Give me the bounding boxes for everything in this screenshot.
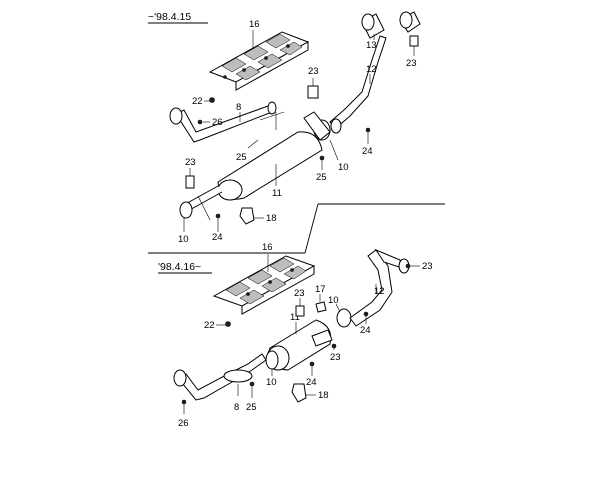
callout-upper-11: 11	[272, 188, 282, 199]
callout-upper-10a: 10	[338, 162, 349, 173]
lower-nut-26	[181, 399, 187, 405]
upper-muffler	[181, 131, 323, 221]
callout-upper-10b: 10	[178, 234, 189, 245]
callout-upper-26: 26	[212, 117, 223, 128]
lower-bolt-25	[249, 381, 255, 387]
callout-upper-23c: 23	[185, 157, 196, 168]
callout-lower-17: 17	[315, 284, 326, 295]
callout-lower-23c: 23	[330, 352, 341, 363]
callout-upper-24a: 24	[362, 146, 373, 157]
lower-hanger-23-mid	[331, 343, 337, 349]
callout-lower-25: 25	[246, 402, 257, 413]
upper-tail-pipe	[329, 35, 387, 134]
callout-upper-16: 16	[249, 19, 260, 30]
callout-lower-26: 26	[178, 418, 189, 429]
callout-upper-25a: 25	[236, 152, 247, 163]
lower-bolt-24-center	[309, 361, 315, 367]
callout-upper-8: 8	[236, 102, 241, 113]
upper-section-label: ~'98.4.15	[148, 11, 208, 24]
upper-hanger-23-right	[409, 35, 419, 47]
callout-lower-10a: 10	[328, 295, 339, 306]
callout-lower-10b: 10	[266, 377, 277, 388]
lower-section-label: '98.4.16~	[158, 261, 212, 274]
upper-heat-shield	[208, 31, 310, 91]
lower-bracket-18	[291, 383, 307, 403]
leader-lower-10a	[335, 303, 341, 313]
callout-upper-23a: 23	[308, 66, 319, 77]
callout-upper-22: 22	[192, 96, 203, 107]
lower-clip-17	[315, 301, 327, 313]
callout-lower-23b: 23	[422, 261, 433, 272]
upper-bolt-22	[209, 97, 215, 103]
callout-lower-23a: 23	[294, 288, 305, 299]
section-divider	[148, 203, 445, 254]
upper-bolt-24-left	[215, 213, 221, 219]
lower-section-label-text: '98.4.16~	[158, 261, 201, 273]
lower-gasket-10-center	[265, 350, 279, 370]
upper-tail-tip	[361, 11, 421, 39]
lower-bolt-22	[225, 321, 231, 327]
callout-lower-24a: 24	[360, 325, 371, 336]
lower-front-pipe	[173, 353, 267, 401]
upper-flange-bracket	[303, 111, 331, 141]
callout-lower-11: 11	[290, 312, 300, 323]
leader-upper-10a	[329, 139, 339, 161]
callout-upper-18: 18	[266, 213, 277, 224]
upper-hanger-23-mid	[307, 85, 319, 99]
upper-nut-26	[197, 119, 203, 125]
callout-lower-16: 16	[262, 242, 273, 253]
upper-gasket-10-left	[179, 201, 193, 219]
callout-lower-8: 8	[234, 402, 239, 413]
callout-lower-22: 22	[204, 320, 215, 331]
callout-upper-24b: 24	[212, 232, 223, 243]
upper-front-pipe	[169, 101, 285, 143]
lower-heat-shield	[212, 255, 316, 315]
lower-hanger-23-top	[295, 305, 305, 317]
lower-gasket-10-right	[336, 308, 352, 328]
upper-bracket-18	[239, 207, 255, 225]
divider-line-diagonal	[304, 203, 319, 254]
callout-lower-24b: 24	[306, 377, 317, 388]
callout-upper-13: 13	[366, 40, 377, 51]
callout-lower-12: 12	[374, 286, 385, 297]
upper-bolt-24-right	[365, 127, 371, 133]
leader-upper-25a	[247, 139, 259, 149]
callout-upper-23b: 23	[406, 58, 417, 69]
callout-upper-25b: 25	[316, 172, 327, 183]
lower-tail-pipe	[349, 248, 410, 327]
lower-bolt-24-right	[363, 311, 369, 317]
lower-hanger-23-right	[405, 263, 411, 269]
callout-upper-12: 12	[366, 64, 377, 75]
upper-bolt-25	[319, 155, 325, 161]
upper-hanger-23-left	[185, 175, 195, 189]
upper-section-label-text: ~'98.4.15	[148, 11, 191, 23]
callout-lower-18: 18	[318, 390, 329, 401]
